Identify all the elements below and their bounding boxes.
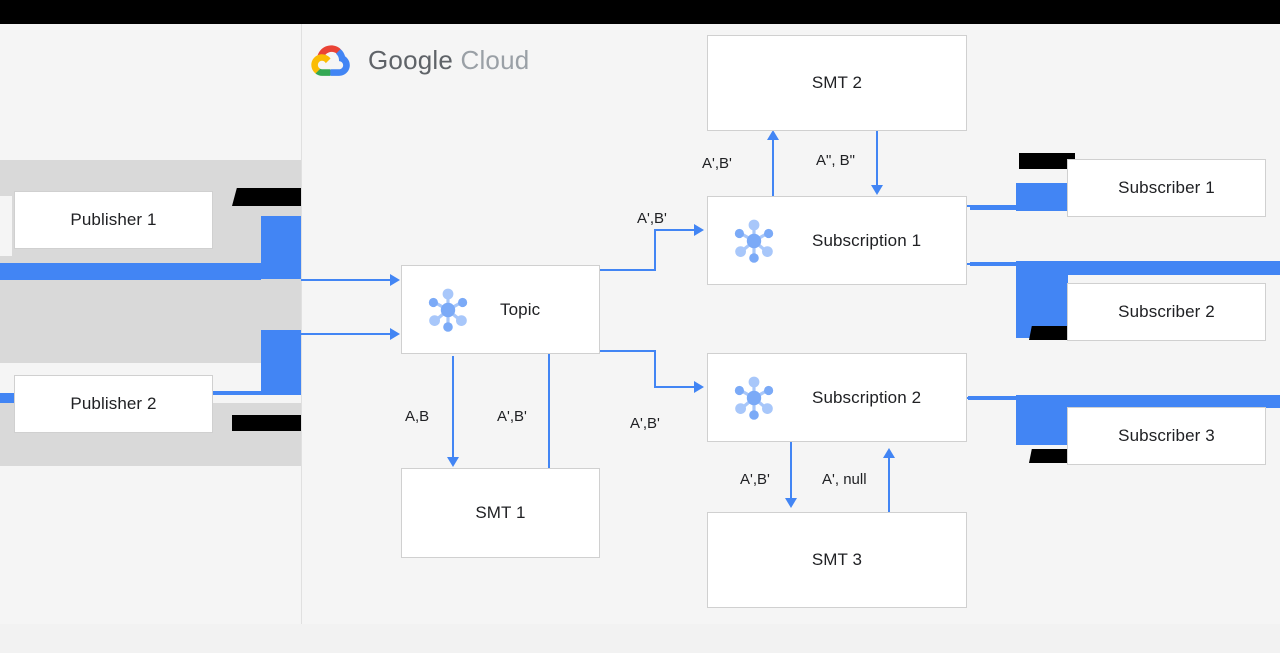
edge-subscription1-to-subscriber2 [967,263,1027,265]
bottom-strip [0,624,1280,653]
vertical-divider [301,24,302,624]
subscriber1-arrowhead-artifact [1019,153,1075,169]
google-cloud-wordmark: Google Cloud [368,45,529,76]
node-subscriber-1[interactable]: Subscriber 1 [1067,159,1266,217]
edge-topic-to-subscription1-h2 [654,229,696,231]
edge-topic-to-subscription1-h1 [600,269,656,271]
node-subscriber-2[interactable]: Subscriber 2 [1067,283,1266,341]
edge-label-smt2-to-subscription1: A", B" [816,152,855,169]
edge-label-topic-to-subscription2: A',B' [630,415,660,432]
left-gray-band-notch-upper [0,196,12,256]
publisher2-arrow-block-artifact [261,330,301,393]
node-smt-2-label: SMT 2 [811,73,863,92]
edge-subscription2-to-smt3-arrowhead [785,498,797,508]
edge-publisher1-to-topic-arrowhead [390,274,400,286]
subscriber3-arrowhead-artifact [1029,449,1069,463]
node-publisher-2[interactable]: Publisher 2 [14,375,213,433]
edge-label-topic-to-smt1: A,B [405,408,430,425]
pubsub-node-icon [726,370,782,426]
node-smt-2[interactable]: SMT 2 [707,35,967,131]
node-subscription-1-label: Subscription 1 [812,230,922,250]
subscriber3-arrow-shaft-artifact [1016,395,1280,408]
publisher2-arrow-edge-artifact [213,391,301,395]
edge-label-smt1-to-topic: A',B' [497,408,527,425]
edge-topic-to-subscription2-h2 [654,386,696,388]
node-subscriber-3[interactable]: Subscriber 3 [1067,407,1266,465]
edge-topic-to-smt1-arrowhead [447,457,459,467]
edge-smt2-to-subscription1 [876,130,878,187]
edge-subscription1-to-smt2-arrowhead [767,130,779,140]
edge-topic-to-subscription2-v [654,350,656,386]
edge-label-subscription1-to-smt2: A',B' [702,155,732,172]
edge-publisher2-to-topic-arrowhead [390,328,400,340]
node-smt-3-label: SMT 3 [811,550,863,569]
edge-topic-to-subscription1-arrowhead [694,224,704,236]
subscriber2-arrowhead-artifact [1029,326,1069,340]
publisher1-arrow-shaft-artifact [0,263,261,280]
node-smt-1[interactable]: SMT 1 [401,468,600,558]
wordmark-cloud: Cloud [460,44,530,75]
edge-publisher1-to-topic [301,279,391,281]
node-publisher-1[interactable]: Publisher 1 [14,191,213,249]
subscriber2-arrow-shaft-artifact [1016,261,1280,275]
edge-smt2-to-subscription1-arrowhead [871,185,883,195]
node-publisher-1-label: Publisher 1 [70,210,157,229]
edge-topic-to-subscription1-v [654,229,656,271]
edge-label-subscription2-to-smt3: A',B' [740,471,770,488]
publisher2-arrow-shaft-artifact [0,393,14,403]
node-subscriber-1-label: Subscriber 1 [1118,178,1215,197]
pubsub-node-icon [420,282,476,338]
edge-topic-to-smt1 [452,356,454,459]
edge-smt1-to-topic [548,338,550,468]
edge-smt3-to-subscription2 [888,458,890,514]
node-subscriber-3-label: Subscriber 3 [1118,426,1215,445]
node-subscription-2-label: Subscription 2 [812,387,922,407]
node-subscription-2[interactable]: Subscription 2 [707,353,967,442]
edge-topic-to-subscription2-h1 [600,350,656,352]
edge-label-smt3-to-subscription2: A', null [822,471,867,488]
publisher1-arrow-block-artifact [261,216,301,279]
publisher1-arrowhead-artifact [232,188,301,206]
edge-subscription2-to-subscriber3 [967,397,1027,399]
google-cloud-logo: Google Cloud [310,40,529,80]
publisher2-arrowhead-artifact [232,415,301,431]
top-black-occlusion-bar [0,0,1280,24]
subscriber3-arrow-block-artifact [1016,395,1068,445]
node-smt-3[interactable]: SMT 3 [707,512,967,608]
left-gray-band-fill [0,345,301,363]
subscriber2-arrow-block-artifact [1016,261,1068,338]
edge-publisher2-to-topic [301,333,391,335]
node-subscriber-2-label: Subscriber 2 [1118,302,1215,321]
edge-smt3-to-subscription2-arrowhead [883,448,895,458]
wordmark-google: Google [368,44,454,75]
pubsub-node-icon [726,213,782,269]
node-publisher-2-label: Publisher 2 [70,394,157,413]
edge-subscription2-to-smt3 [790,440,792,500]
google-cloud-logo-icon [310,40,354,80]
node-subscription-1[interactable]: Subscription 1 [707,196,967,285]
edge-subscription1-to-subscriber1 [967,205,1077,207]
edge-topic-to-subscription2-arrowhead [694,381,704,393]
node-smt-1-label: SMT 1 [475,503,526,522]
edge-subscription1-to-smt2 [772,140,774,197]
node-topic-label: Topic [500,299,541,319]
edge-label-topic-to-subscription1: A',B' [637,210,667,227]
subscriber1-arrow-shaft-artifact [970,205,1070,210]
node-topic[interactable]: Topic [401,265,600,354]
